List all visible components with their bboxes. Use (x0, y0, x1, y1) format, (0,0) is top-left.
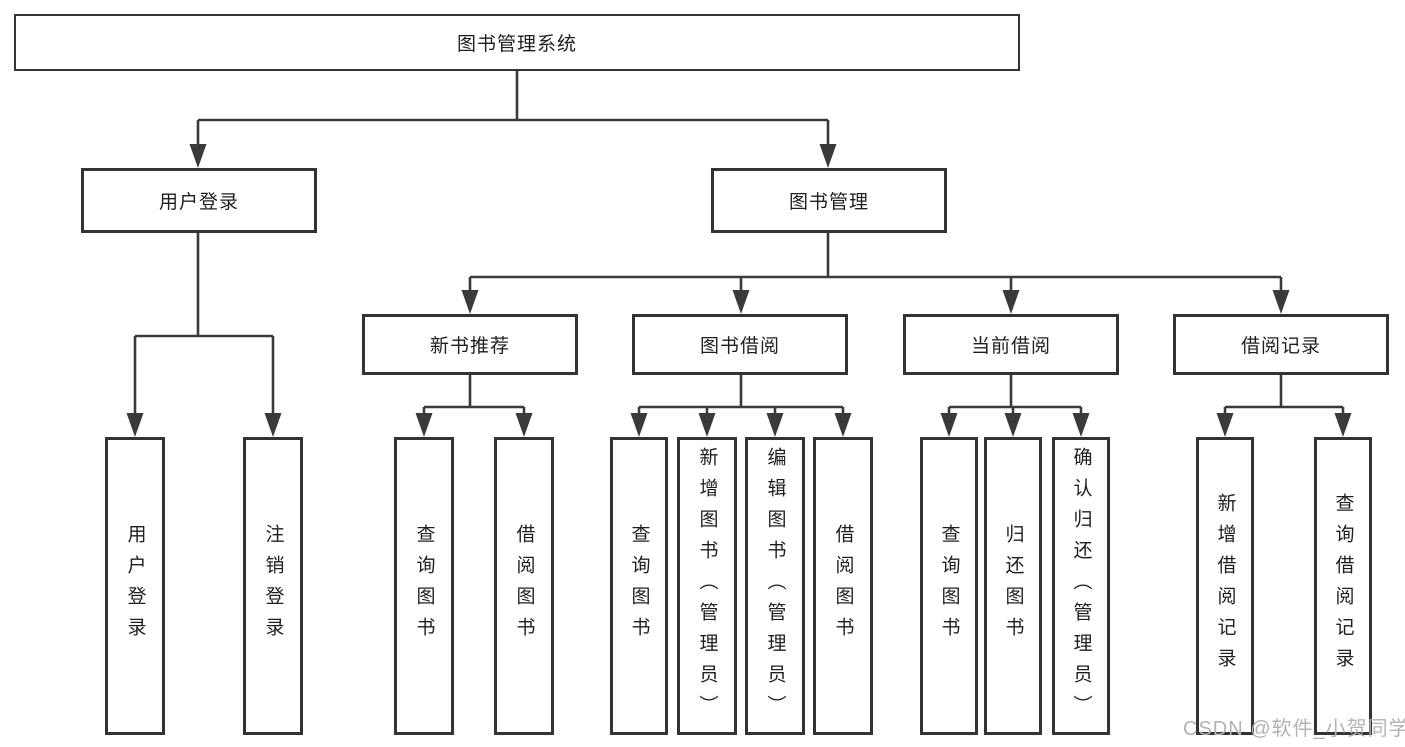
node-book-management: 图书管理 (711, 168, 947, 233)
leaf-borrow-query-books: 查询图书 (610, 437, 668, 735)
leaf-current-confirm-return-admin: 确认归还（管理员） (1052, 437, 1110, 735)
leaf-borrow-borrow-books: 借阅图书 (813, 437, 873, 735)
arrowheads (126, 144, 1352, 437)
leaf-current-query-books: 查询图书 (920, 437, 978, 735)
node-book-borrow: 图书借阅 (632, 314, 848, 375)
leaf-borrow-edit-books-admin: 编辑图书（管理员） (745, 437, 805, 735)
leaf-newbook-query-books: 查询图书 (394, 437, 454, 735)
leaf-records-query-record: 查询借阅记录 (1314, 437, 1372, 735)
node-current-borrow: 当前借阅 (903, 314, 1119, 375)
leaf-current-return-books: 归还图书 (984, 437, 1042, 735)
node-borrow-records: 借阅记录 (1173, 314, 1389, 375)
node-new-book-recommend: 新书推荐 (362, 314, 578, 375)
leaf-newbook-borrow-books: 借阅图书 (494, 437, 554, 735)
node-library-system: 图书管理系统 (14, 14, 1020, 71)
leaf-logout: 注销登录 (243, 437, 303, 735)
leaf-borrow-add-books-admin: 新增图书（管理员） (677, 437, 737, 735)
node-user-login: 用户登录 (81, 168, 317, 233)
csdn-watermark: CSDN @软件_小贺同学 (1183, 718, 1405, 740)
leaf-records-add-record: 新增借阅记录 (1196, 437, 1254, 735)
leaf-user-login: 用户登录 (105, 437, 165, 735)
